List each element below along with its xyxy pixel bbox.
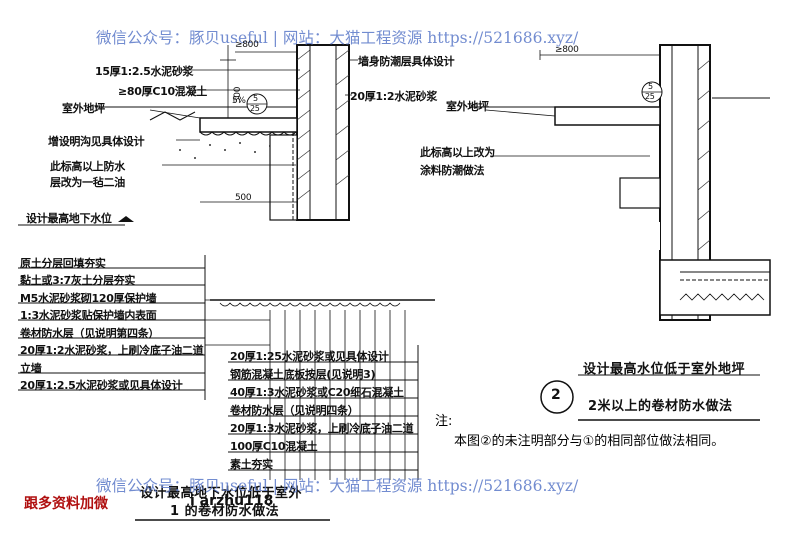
note-label: 注: — [435, 414, 453, 429]
center-layer-1: 钢筋混凝土底板按层(见说明3) — [230, 368, 376, 381]
center-slab-drawing — [135, 299, 435, 521]
left-detail-drawing — [18, 44, 358, 226]
right-circle-num: 2 — [551, 387, 561, 403]
left-dim-top: ≥800 — [235, 40, 259, 50]
right-above-mark-2: 涂料防潮做法 — [420, 164, 485, 177]
left-layer-mortar-top: 15厚1:2.5水泥砂浆 — [95, 65, 194, 78]
left-dim-500: 500 — [235, 193, 252, 203]
left-layer-0: 原土分层回填夯实 — [20, 257, 106, 270]
left-layer-table — [18, 255, 270, 400]
left-callout-den: 25 — [250, 104, 260, 113]
left-above-mark-1: 此标高以上防水 — [50, 160, 125, 173]
center-title-2: 1 的卷材防水做法 — [170, 504, 280, 519]
left-mortar-20: 20厚1:2水泥砂浆 — [350, 90, 438, 103]
right-detail-drawing — [470, 44, 771, 421]
left-design-water: 设计最高地下水位 — [26, 212, 112, 225]
center-layer-2: 40厚1:3水泥砂浆或C20细石混凝土 — [230, 386, 404, 399]
right-dim-top: ≥800 — [555, 45, 579, 55]
right-callout-num: 5 — [648, 82, 653, 91]
note-text: 本图②的未注明部分与①的相同部位做法相同。 — [454, 434, 725, 449]
right-above-mark-1: 此标高以上改为 — [420, 146, 495, 159]
left-above-mark-2: 层改为一毡二油 — [50, 176, 125, 189]
right-title-1: 设计最高水位低于室外地坪 — [583, 362, 746, 377]
promo-badge-dark: i arzhu118 — [190, 493, 274, 509]
center-layer-6: 素土夯实 — [230, 458, 273, 471]
center-title-1: 设计最高地下水位低于室外 — [140, 486, 303, 501]
right-callout-den: 25 — [645, 92, 655, 101]
left-drain-note: 增设明沟见具体设计 — [48, 135, 145, 148]
left-layer-7: 20厚1:2.5水泥砂浆或见具体设计 — [20, 379, 183, 392]
center-layer-3: 卷材防水层（见说明四条） — [230, 404, 359, 417]
center-layer-0: 20厚1:25水泥砂浆或见具体设计 — [230, 350, 389, 363]
left-wall-note: 墙身防潮层具体设计 — [358, 55, 455, 68]
left-layer-2: M5水泥砂浆砌120厚保护墙 — [20, 292, 157, 305]
center-layer-4: 20厚1:3水泥砂浆，上刷冷底子油二道 — [230, 422, 414, 435]
left-layer-6: 立墙 — [20, 362, 42, 375]
right-title-2: 2米以上的卷材防水做法 — [588, 399, 733, 414]
left-callout-num: 5 — [253, 94, 258, 103]
left-layer-5: 20厚1:2水泥砂浆，上刷冷底子油二道 — [20, 344, 204, 357]
left-outdoor-ground: 室外地坪 — [62, 102, 105, 115]
left-layer-concrete: ≥80厚C10混凝土 — [118, 85, 207, 98]
left-layer-1: 黏土或3:7灰土分层夯实 — [20, 274, 136, 287]
watermark-top: 微信公众号：豚贝useful | 网站：大猫工程资源 https://52168… — [96, 29, 579, 47]
left-layer-4: 卷材防水层（见说明第四条） — [20, 327, 160, 340]
left-slope: 5% — [232, 96, 246, 106]
promo-badge-red: 跟多资料加微 — [24, 496, 108, 512]
right-outdoor-ground: 室外地坪 — [446, 100, 489, 113]
left-layer-3: 1:3水泥砂浆贴保护墙内表面 — [20, 309, 157, 322]
center-layer-5: 100厚C10混凝土 — [230, 440, 318, 453]
watermark-bottom: 微信公众号：豚贝useful | 网站：大猫工程资源 https://52168… — [96, 477, 579, 495]
